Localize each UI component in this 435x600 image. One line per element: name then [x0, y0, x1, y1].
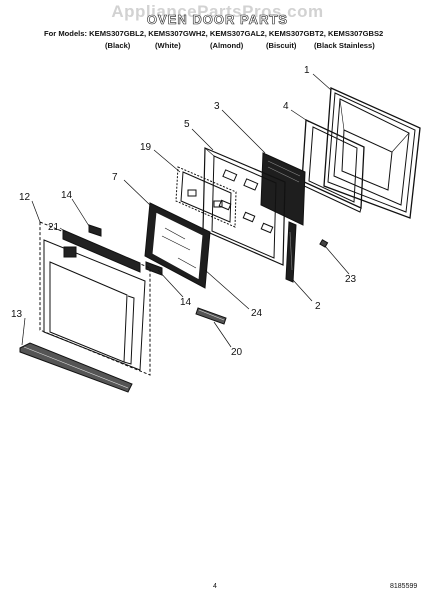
part-bottom-trim: [19, 342, 133, 393]
part-inner-glass: [144, 202, 211, 289]
part-insulation: [175, 166, 237, 228]
part-clip-upper: [88, 224, 102, 237]
callout-12: 12: [19, 192, 31, 203]
callout-13: 13: [11, 309, 23, 320]
callout-21: 21: [48, 222, 60, 233]
part-outer-door-panel: [323, 87, 421, 219]
page-title: OVEN DOOR PARTS: [146, 12, 289, 28]
models-line: For Models: KEMS307GBL2, KEMS307GWH2, KE…: [44, 29, 384, 38]
color-biscuit: (Biscuit): [266, 41, 297, 50]
callout-4: 4: [283, 101, 289, 112]
callout-19: 19: [140, 142, 152, 153]
part-door-assembly: [39, 221, 151, 376]
part-hinge: [285, 221, 297, 283]
callout-3: 3: [214, 101, 220, 112]
color-almond: (Almond): [210, 41, 244, 50]
document-number: 8185599: [390, 583, 418, 590]
callout-23: 23: [345, 274, 357, 285]
part-handle-trim: [195, 307, 227, 325]
color-black: (Black): [105, 41, 131, 50]
callout-2: 2: [315, 301, 321, 312]
part-inner-panel: [202, 147, 286, 266]
color-white: (White): [155, 41, 181, 50]
color-black-stainless: (Black Stainless): [314, 41, 375, 50]
callout-7: 7: [112, 172, 118, 183]
page-number: 4: [213, 583, 217, 590]
callout-1: 1: [304, 65, 310, 76]
callout-20: 20: [231, 347, 243, 358]
part-glass-panel: [260, 152, 306, 226]
callout-24: 24: [251, 308, 263, 319]
callout-14-lower: 14: [180, 297, 192, 308]
watermark: AppliancePartsPros.com: [111, 2, 324, 21]
callout-14-upper: 14: [61, 190, 73, 201]
part-screw: [319, 239, 329, 248]
callout-5: 5: [184, 119, 190, 130]
leader-lines: [21, 73, 350, 348]
